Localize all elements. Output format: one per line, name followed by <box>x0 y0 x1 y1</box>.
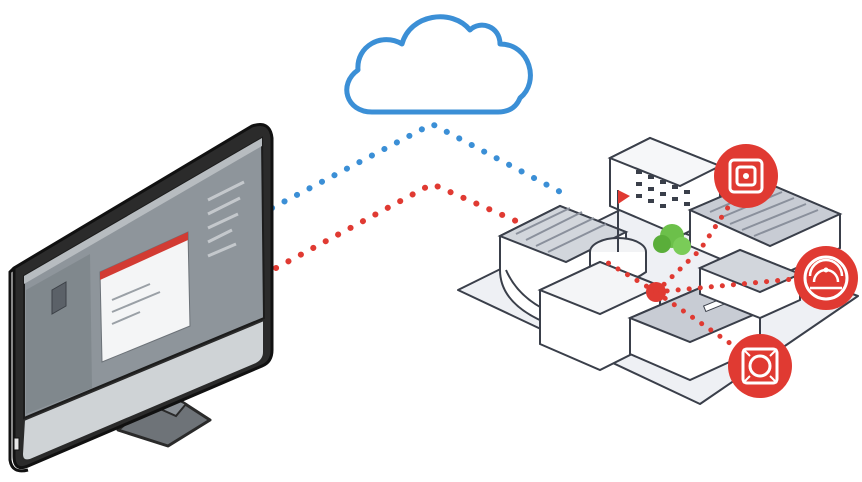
site-link-line <box>273 180 603 271</box>
sounder-base-icon <box>728 334 792 398</box>
desktop-monitor-icon <box>8 123 274 473</box>
cloud-icon <box>344 14 533 115</box>
fire-alarm-control-icon <box>714 144 778 208</box>
cloud-link-line <box>269 120 571 211</box>
smoke-detector-icon <box>794 246 858 310</box>
